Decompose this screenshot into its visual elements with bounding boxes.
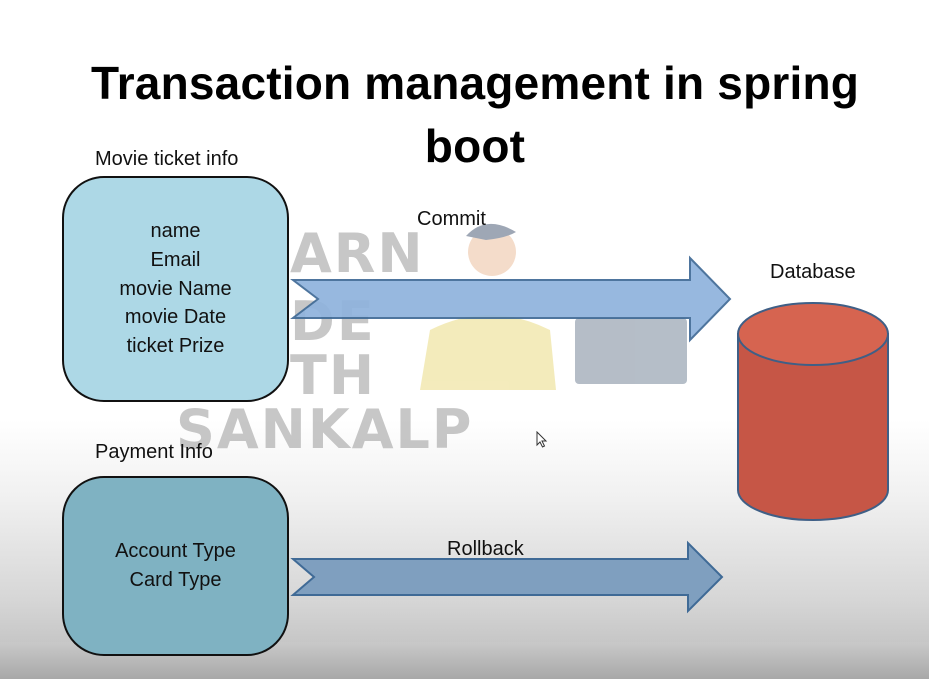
payment-info-box: Account Type Card Type	[62, 476, 289, 656]
slide-title: Transaction management in spring boot	[90, 57, 860, 172]
movie-field-movie-date: movie Date	[124, 306, 227, 329]
cursor-icon	[536, 431, 548, 448]
payment-field-account-type: Account Type	[115, 540, 236, 563]
rollback-arrow	[290, 540, 724, 614]
database-label: Database	[770, 261, 856, 283]
person-illustration	[420, 223, 687, 390]
commit-arrow	[290, 255, 732, 343]
movie-field-ticket-prize: ticket Prize	[126, 335, 225, 358]
watermark-line-4: SANKALP	[176, 398, 474, 461]
watermark-line-1: ARN	[290, 222, 425, 285]
movie-field-email: Email	[150, 248, 201, 271]
movie-field-movie-name: movie Name	[119, 277, 232, 300]
payment-info-label: Payment Info	[95, 441, 213, 463]
database-cylinder	[737, 302, 889, 521]
commit-label: Commit	[417, 208, 486, 230]
movie-info-box: name Email movie Name movie Date ticket …	[62, 176, 289, 402]
watermark-line-3: TH	[290, 344, 377, 407]
payment-field-card-type: Card Type	[129, 569, 222, 591]
movie-info-label: Movie ticket info	[95, 148, 239, 170]
rollback-label: Rollback	[447, 538, 524, 560]
movie-field-name: name	[150, 220, 201, 243]
